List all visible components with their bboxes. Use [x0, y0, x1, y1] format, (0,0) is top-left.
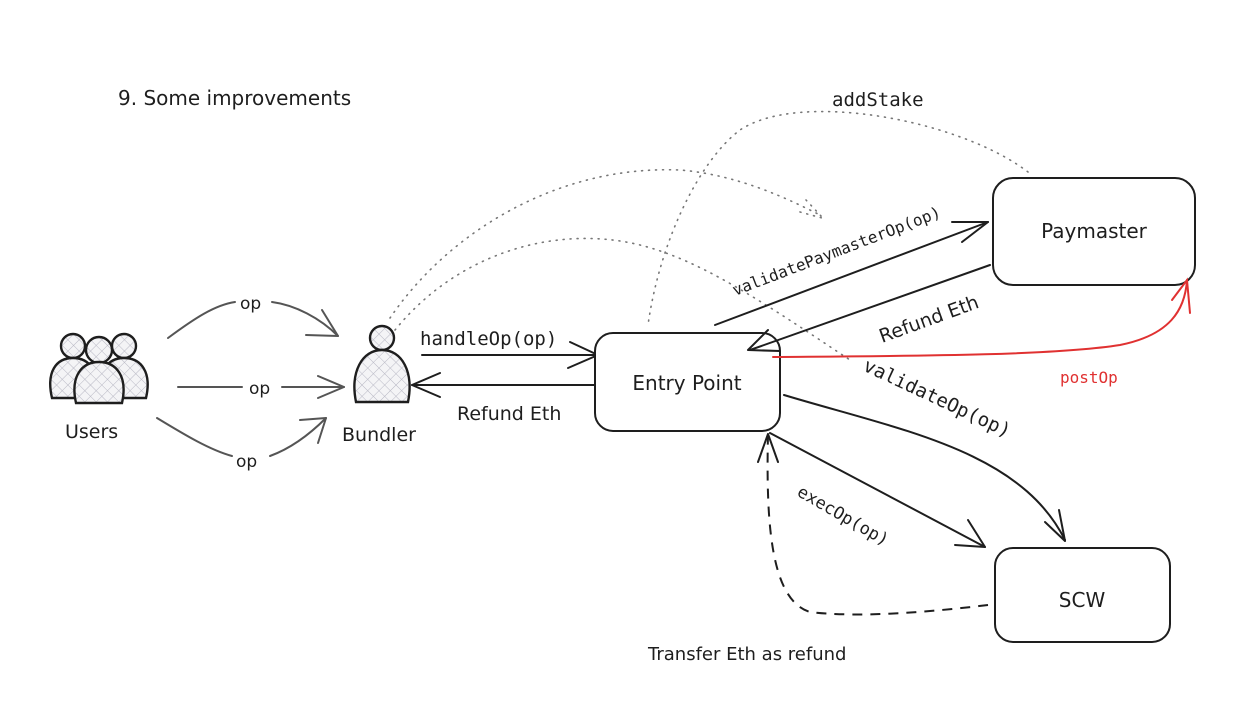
add-stake-line-bundler	[389, 168, 821, 319]
op-arrow-top	[167, 301, 339, 339]
users-label: Users	[65, 421, 118, 443]
add-stake-label: addStake	[832, 89, 924, 111]
users-group-icon	[49, 332, 149, 405]
add-stake-line-entrypoint	[647, 110, 1029, 326]
refund-eth-bundler-arrow	[411, 372, 595, 398]
diagram-title: 9. Some improvements	[118, 86, 351, 110]
user-icon	[353, 324, 411, 404]
op-arrow-middle	[177, 375, 345, 399]
exec-op-arrow	[769, 432, 986, 548]
exec-op-label: execOp(op)	[794, 482, 893, 551]
op-label-bottom: op	[236, 452, 257, 472]
op-label-top: op	[240, 294, 261, 314]
validate-op-label: validateOp(op)	[860, 355, 1014, 443]
entry-point-label: Entry Point	[632, 371, 741, 395]
add-stake-arrowhead	[799, 199, 823, 219]
add-stake-line-bundler-lower	[394, 237, 851, 361]
op-label-middle: op	[249, 379, 270, 399]
handle-op-label: handleOp(op)	[420, 328, 557, 350]
scw-node[interactable]: SCW	[994, 547, 1171, 643]
entry-point-node[interactable]: Entry Point	[594, 332, 781, 432]
add-stake-dotted-arrows	[389, 110, 1029, 361]
refund-eth-paymaster-arrow	[747, 264, 991, 352]
transfer-refund-label: Transfer Eth as refund	[647, 644, 846, 665]
post-op-arrow	[772, 277, 1191, 358]
validate-op-arrow	[783, 394, 1066, 542]
bundler-label: Bundler	[342, 424, 416, 446]
post-op-label: postOp	[1060, 368, 1118, 387]
refund-eth-bundler-label: Refund Eth	[457, 403, 561, 425]
scw-label: SCW	[1059, 588, 1106, 612]
paymaster-node[interactable]: Paymaster	[992, 177, 1196, 286]
op-arrow-bottom	[156, 417, 327, 457]
validate-paymaster-op-arrow	[714, 221, 989, 326]
paymaster-label: Paymaster	[1041, 219, 1148, 243]
transfer-refund-arrow	[757, 433, 989, 616]
